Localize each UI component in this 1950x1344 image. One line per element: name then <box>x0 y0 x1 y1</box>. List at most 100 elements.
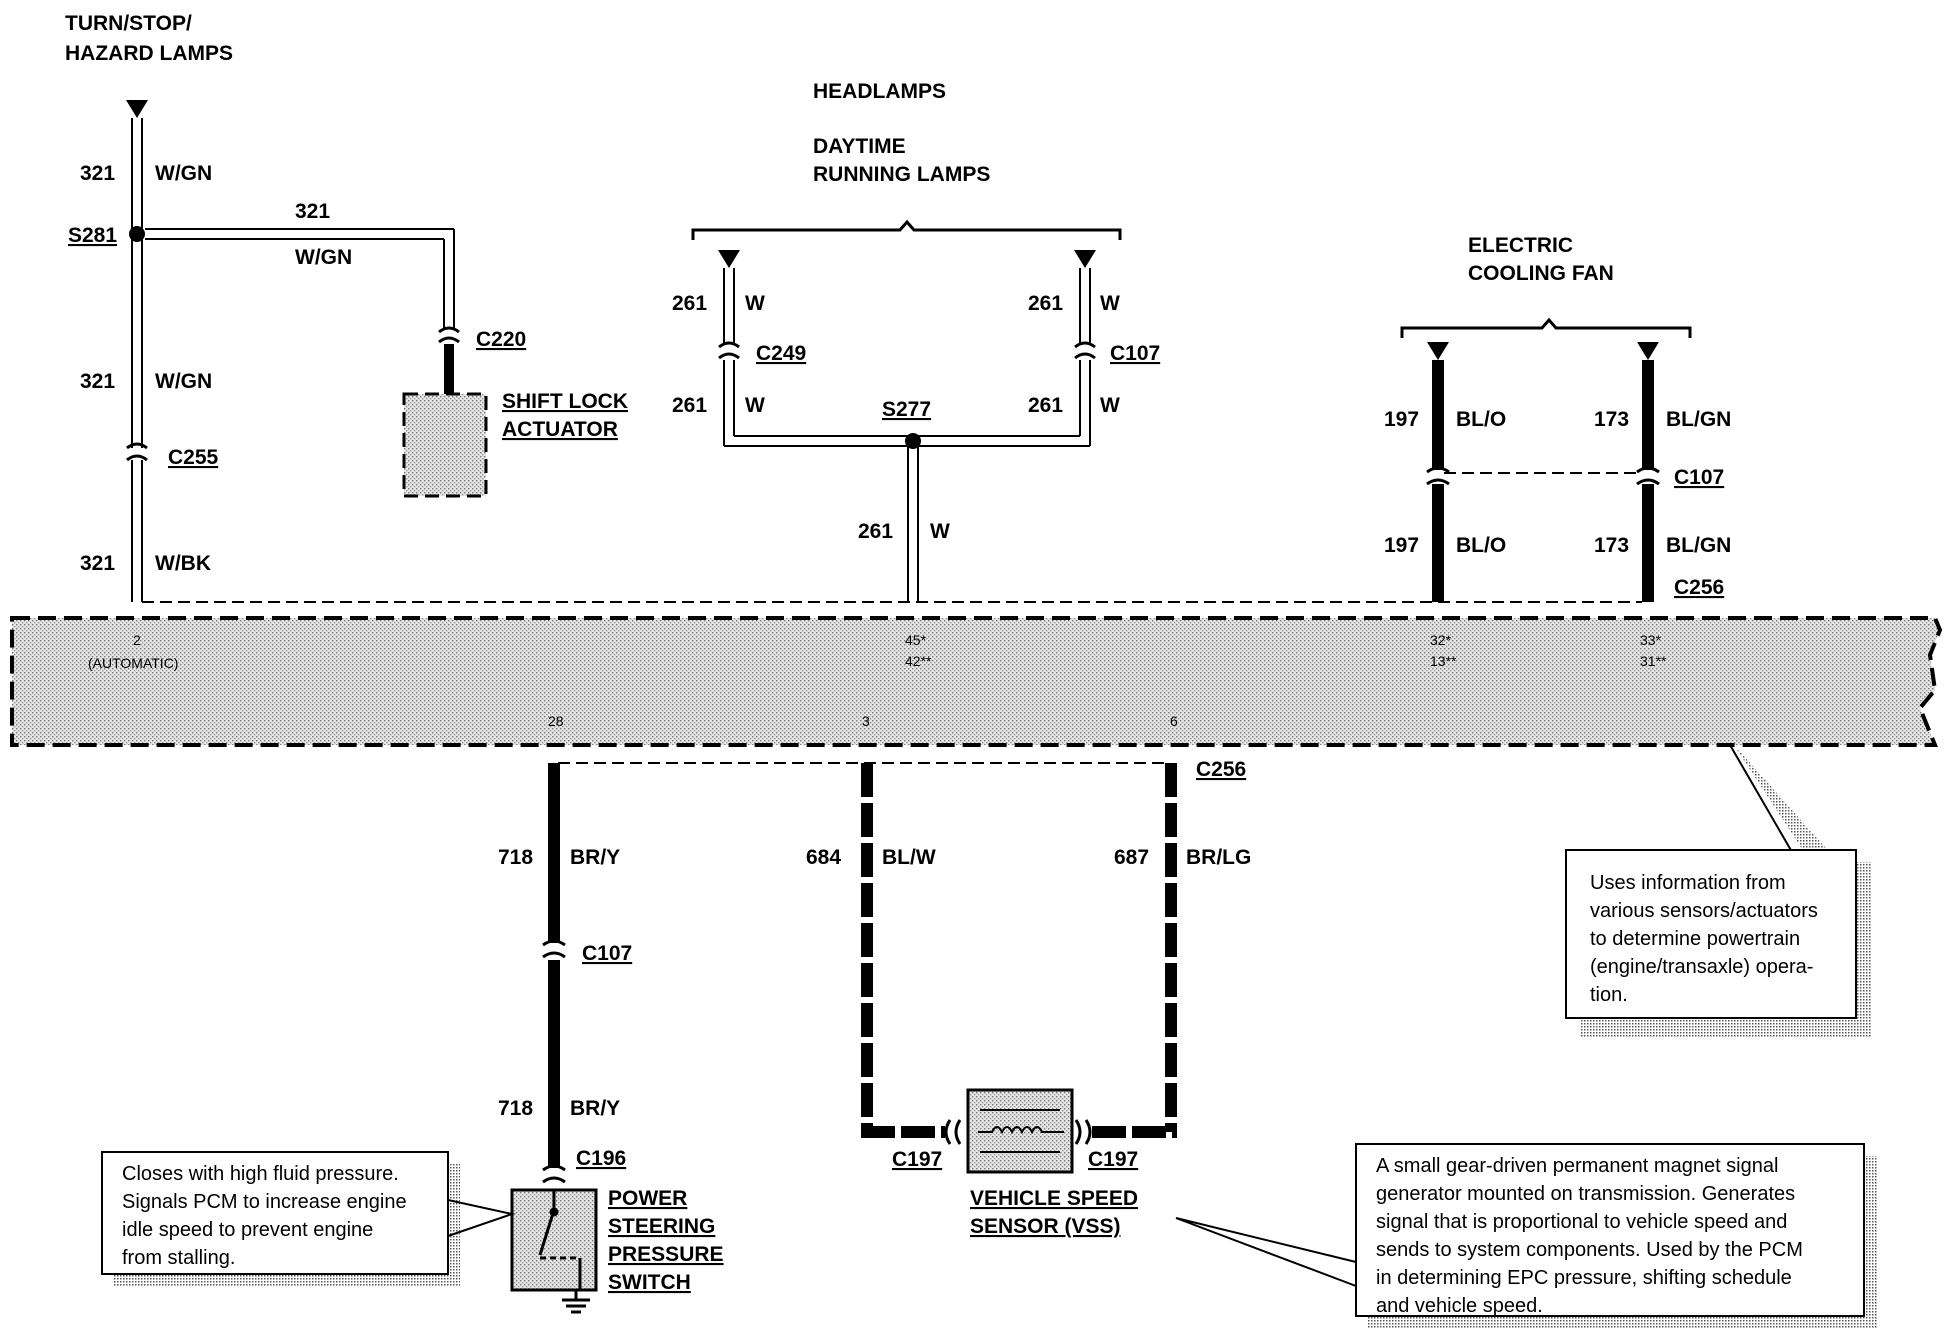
wire-261-num-1: 261 <box>672 292 707 315</box>
pcm-pin-3: 3 <box>862 713 870 729</box>
connector-c196-label: C196 <box>576 1147 626 1170</box>
terminal-arrow-321 <box>126 100 148 118</box>
pcm-note-line-3: to determine powertrain <box>1590 928 1800 950</box>
terminal-arrow-197 <box>1427 342 1449 360</box>
wire-321-num-h: 321 <box>295 200 330 223</box>
connector-c107-bottom-symbol <box>542 939 566 959</box>
fan-bracket <box>1400 317 1692 338</box>
terminal-arrow-261-right <box>1074 250 1096 268</box>
wire-321-num-2: 321 <box>80 370 115 393</box>
pcm-note-box <box>1565 849 1857 1019</box>
wire-718 <box>548 763 560 1168</box>
psps-note-line-1: Closes with high fluid pressure. <box>122 1163 399 1185</box>
psps-note-line-4: from stalling. <box>122 1247 235 1269</box>
wire-173-num-2: 173 <box>1594 534 1629 557</box>
connector-c107-fan-symbol <box>1426 466 1660 486</box>
connector-c255-symbol <box>126 442 148 462</box>
wire-261-network <box>723 268 1091 602</box>
wire-261-num-4: 261 <box>1028 394 1063 417</box>
shift-lock-actuator-box <box>402 392 488 498</box>
wire-321-vertical <box>131 118 143 602</box>
wire-321-shift-lock-stub <box>444 344 454 394</box>
pcm-pin-33: 33* <box>1640 632 1662 648</box>
connector-c220-symbol <box>438 326 460 344</box>
turn-stop-title-1: TURN/STOP/ <box>65 12 192 35</box>
shift-lock-label-1: SHIFT LOCK <box>502 390 628 413</box>
fan-title-1: ELECTRIC <box>1468 234 1573 257</box>
wire-321-color-2: W/GN <box>155 370 212 393</box>
pcm-pin-2-note: (AUTOMATIC) <box>88 655 178 671</box>
shift-lock-label-2: ACTUATOR <box>502 418 618 441</box>
pcm-pin-6: 6 <box>1170 713 1178 729</box>
wire-684-num: 684 <box>806 846 841 869</box>
wire-321-num-1: 321 <box>80 162 115 185</box>
wire-261-color-1: W <box>745 292 765 315</box>
pcm-pin-28: 28 <box>548 713 564 729</box>
vss-note-line-2: generator mounted on transmission. Gener… <box>1376 1183 1795 1205</box>
connector-c197-left-symbol <box>944 1119 962 1145</box>
wire-261-num-5: 261 <box>858 520 893 543</box>
wire-321-horizontal <box>145 228 455 330</box>
turn-stop-title-2: HAZARD LAMPS <box>65 42 233 65</box>
splice-s281-label: S281 <box>68 224 117 247</box>
splice-s277-dot <box>905 433 921 449</box>
pcm-pin-45: 45* <box>905 632 927 648</box>
pcm-pin-32: 32* <box>1430 632 1452 648</box>
wire-687-color: BR/LG <box>1186 846 1251 869</box>
connector-c249-symbol <box>718 341 740 360</box>
pcm-pin-13: 13** <box>1430 653 1457 669</box>
pcm-pin-31: 31** <box>1640 653 1667 669</box>
pcm-note-line-4: (engine/transaxle) opera- <box>1590 956 1813 978</box>
connector-c249-label: C249 <box>756 342 806 365</box>
fan-title-2: COOLING FAN <box>1468 262 1614 285</box>
wire-197-color-1: BL/O <box>1456 408 1506 431</box>
connector-c107-top-label: C107 <box>1110 342 1160 365</box>
wire-684-687 <box>861 763 1177 1138</box>
vss-label-2: SENSOR (VSS) <box>970 1215 1121 1238</box>
connector-c197-right-symbol <box>1074 1119 1092 1145</box>
wire-261-color-4: W <box>1100 394 1120 417</box>
terminal-arrow-173 <box>1637 342 1659 360</box>
wire-321-color-h: W/GN <box>295 246 352 269</box>
wire-321-color-1: W/GN <box>155 162 212 185</box>
psps-label-4: SWITCH <box>608 1271 691 1294</box>
connector-c107-top-symbol <box>1074 341 1096 360</box>
wire-173-color-1: BL/GN <box>1666 408 1731 431</box>
pcm-note-line-2: various sensors/actuators <box>1590 900 1818 922</box>
pcm-note-line-5: tion. <box>1590 984 1628 1006</box>
pcm-pin-42: 42** <box>905 653 932 669</box>
connector-c107-fan-label: C107 <box>1674 466 1724 489</box>
psps-note-box <box>101 1151 449 1275</box>
drl-title-1: DAYTIME <box>813 135 906 158</box>
terminal-arrow-261-left <box>718 250 740 268</box>
connector-c255-label: C255 <box>168 446 219 469</box>
wire-718-num-1: 718 <box>498 846 533 869</box>
wire-718-num-2: 718 <box>498 1097 533 1120</box>
wire-321-color-3: W/BK <box>155 552 211 575</box>
connector-c197-left-label: C197 <box>892 1148 942 1171</box>
pcm-note-pointer <box>1729 744 1794 853</box>
pcm-note-line-1: Uses information from <box>1590 872 1786 894</box>
vss-note-box <box>1355 1143 1865 1317</box>
connector-c256-bottom-label: C256 <box>1196 758 1246 781</box>
wire-321-num-3: 321 <box>80 552 115 575</box>
drl-title-2: RUNNING LAMPS <box>813 163 990 186</box>
wire-261-color-3: W <box>745 394 765 417</box>
headlamps-title: HEADLAMPS <box>813 80 946 103</box>
vss-note-line-6: and vehicle speed. <box>1376 1295 1543 1317</box>
wire-197-num-2: 197 <box>1384 534 1419 557</box>
wire-197-num-1: 197 <box>1384 408 1419 431</box>
pcm-module-block <box>10 616 1943 747</box>
wire-687-num: 687 <box>1114 846 1149 869</box>
vss-note-line-4: sends to system components. Used by the … <box>1376 1239 1803 1261</box>
pcm-pin-2: 2 <box>133 632 141 648</box>
vss-label-1: VEHICLE SPEED <box>970 1187 1138 1210</box>
psps-note-line-3: idle speed to prevent engine <box>122 1219 373 1241</box>
vss-coil-symbol <box>978 1109 1064 1153</box>
connector-c196-symbol <box>542 1164 566 1184</box>
pcm-note-pointer-shadow <box>1734 745 1832 858</box>
wire-197-173 <box>1432 360 1654 602</box>
connector-c220-label: C220 <box>476 328 526 351</box>
wire-261-num-3: 261 <box>672 394 707 417</box>
